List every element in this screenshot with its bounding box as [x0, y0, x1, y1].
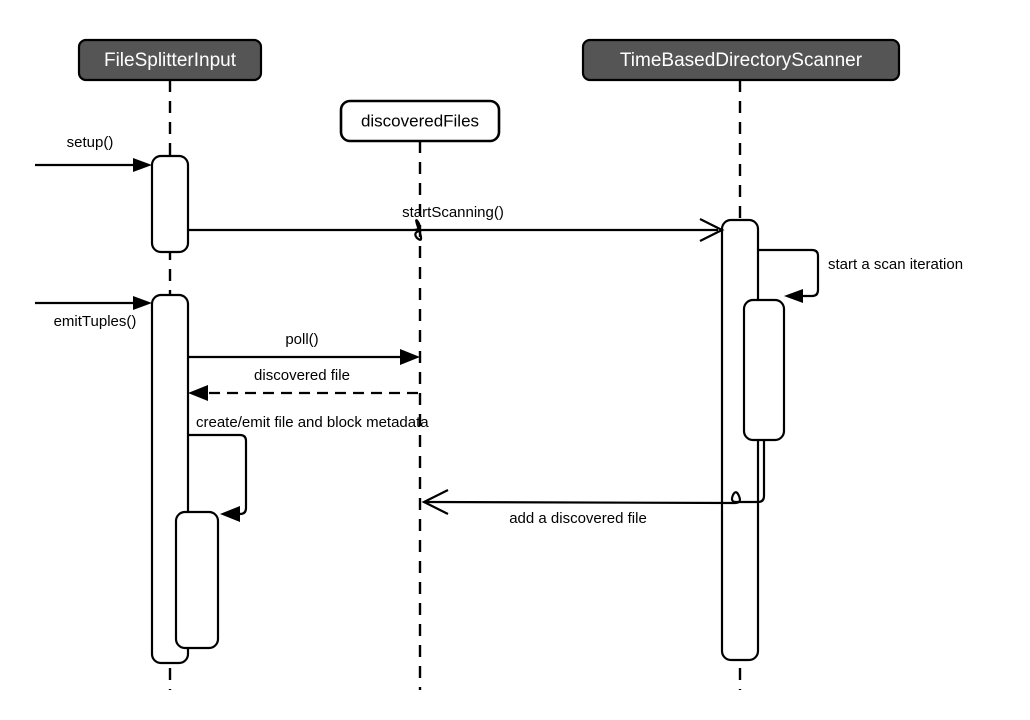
message-emittuples-label: emitTuples() [54, 313, 137, 330]
message-add-discovered-file-return-stub [757, 440, 766, 504]
activation-scanner-nested [742, 298, 786, 442]
activations-group [150, 154, 786, 665]
participant-filesplitterinput-label: FileSplitterInput [104, 50, 237, 71]
arrowhead-filled-icon [133, 296, 152, 310]
message-start-scan-iteration-line [758, 248, 820, 298]
message-create-emit-metadata[interactable]: create/emit file and block metadata [188, 414, 429, 522]
arrowhead-filled-icon [220, 506, 240, 522]
participant-timebaseddirectoryscanner-box [581, 38, 901, 82]
message-add-discovered-file[interactable]: add a discovered file [421, 440, 766, 527]
message-poll-label: poll() [285, 331, 318, 348]
message-startscanning-line [188, 219, 718, 241]
participant-discoveredfiles-label: discoveredFiles [361, 111, 479, 130]
participant-filesplitterinput-box [77, 38, 263, 82]
message-start-scan-iteration-label: start a scan iteration [828, 256, 963, 273]
message-create-emit-metadata-label: create/emit file and block metadata [196, 414, 429, 431]
arrowhead-filled-icon [400, 349, 420, 365]
participant-discoveredfiles-box [339, 99, 501, 143]
arrowhead-filled-icon [133, 158, 152, 172]
activation-filesplitter-nested [174, 510, 220, 650]
activation-filesplitter-setup [150, 154, 190, 254]
participant-filesplitterinput[interactable]: FileSplitterInput [77, 38, 263, 82]
message-discovered-file[interactable]: discovered file [188, 367, 418, 401]
message-add-discovered-file-label: add a discovered file [509, 510, 647, 527]
participant-timebaseddirectoryscanner-label: TimeBasedDirectoryScanner [620, 50, 863, 71]
message-discovered-file-label: discovered file [254, 367, 350, 384]
arrowhead-filled-icon [784, 289, 803, 303]
participant-discoveredfiles[interactable]: discoveredFiles [339, 99, 501, 143]
message-start-scan-iteration[interactable]: start a scan iteration [758, 248, 963, 303]
lifelines-group [168, 80, 742, 690]
message-setup[interactable]: setup() [35, 134, 152, 172]
message-emittuples[interactable]: emitTuples() [35, 296, 152, 330]
arrowhead-open-icon [421, 489, 449, 515]
arrowhead-filled-icon [188, 385, 208, 401]
message-startscanning-label: startScanning() [402, 204, 504, 221]
message-add-discovered-file-line [425, 491, 758, 505]
message-setup-label: setup() [67, 134, 114, 151]
message-create-emit-metadata-line [188, 433, 248, 516]
arrowhead-open-icon [699, 218, 725, 242]
message-poll[interactable]: poll() [188, 331, 420, 365]
participant-timebaseddirectoryscanner[interactable]: TimeBasedDirectoryScanner [581, 38, 901, 82]
message-startscanning[interactable]: startScanning() [188, 204, 725, 242]
